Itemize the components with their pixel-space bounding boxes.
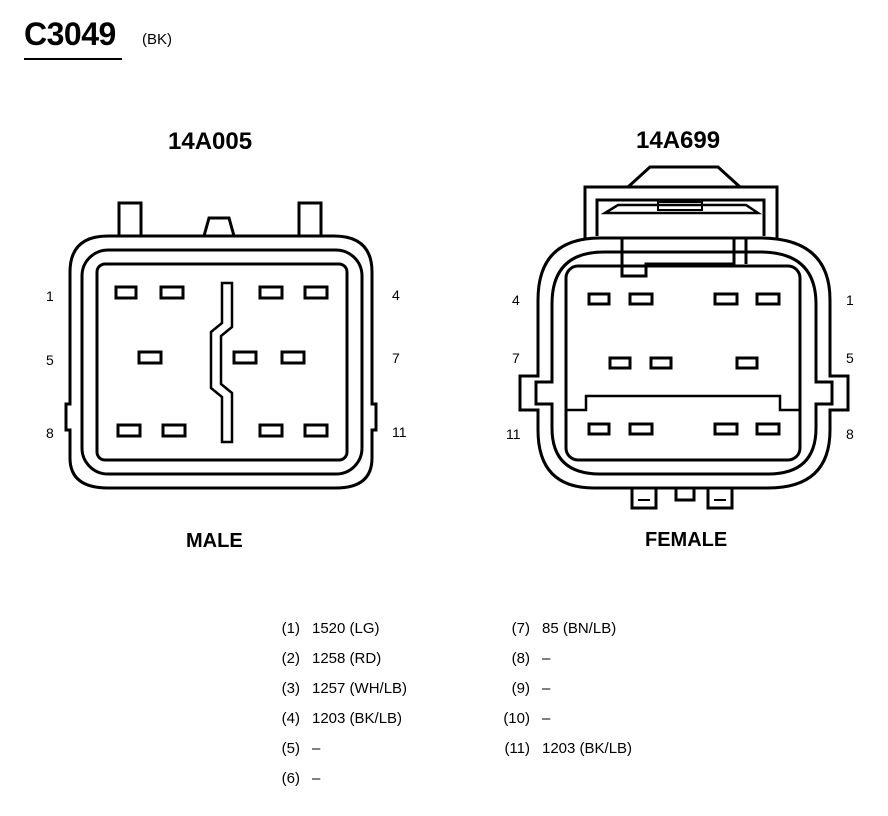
pinout-row: (8)– bbox=[494, 650, 632, 680]
female-pin-label-1: 1 bbox=[846, 292, 854, 308]
pinout-row: (6)– bbox=[264, 770, 407, 800]
circuit: – bbox=[542, 710, 551, 727]
pin-number: (2) bbox=[281, 650, 300, 667]
male-pin-label-11: 11 bbox=[392, 424, 407, 440]
pinout-row: (2) 1258 (RD) bbox=[264, 650, 407, 680]
circuit: 1203 (BK/LB) bbox=[312, 710, 403, 727]
male-pin-label-4: 4 bbox=[392, 287, 400, 303]
circuit: – bbox=[312, 770, 321, 787]
connector-id: C3049 bbox=[24, 16, 116, 52]
pin-number: (1) bbox=[281, 620, 300, 637]
pinout-table-right: (7)85 (BN/LB) (8)– (9)– (10)– (11)1203 (… bbox=[494, 620, 632, 770]
male-connector-face bbox=[64, 201, 378, 490]
pinout-row: (7) 85 (BN/LB) bbox=[494, 620, 632, 650]
circuit: – bbox=[542, 650, 551, 667]
pin-number: (9) bbox=[511, 680, 530, 697]
pinout-row: (11) 1203 (BK/LB) bbox=[494, 740, 632, 770]
circuit: 85 (BN/LB) bbox=[542, 620, 617, 637]
pin-number: (7) bbox=[511, 620, 530, 637]
pinout-table-left: (1) 1520 (LG) (2) 1258 (RD) (3) 1257 (WH/LB… bbox=[264, 620, 407, 800]
female-label: FEMALE bbox=[645, 529, 728, 551]
circuit: 1203 (BK/LB) bbox=[542, 740, 633, 757]
pin-number: (4) bbox=[281, 710, 300, 727]
circuit: 1257 (WH/LB) bbox=[312, 680, 408, 697]
female-pin-label-8: 8 bbox=[846, 426, 854, 442]
female-connector-face bbox=[518, 165, 850, 510]
male-pin-label-5: 5 bbox=[46, 352, 54, 368]
pin-number: (3) bbox=[281, 680, 300, 697]
pinout-row: (5)– bbox=[264, 740, 407, 770]
pinout-row: (9)– bbox=[494, 680, 632, 710]
female-pin-label-7: 7 bbox=[512, 350, 520, 366]
pinout-row: (3) 1257 (WH/LB) bbox=[264, 680, 407, 710]
male-label: MALE bbox=[186, 530, 243, 552]
pin-number: (5) bbox=[281, 740, 300, 757]
pin-number: (8) bbox=[511, 650, 530, 667]
pinout-row: (10)– bbox=[494, 710, 632, 740]
pinout-row: (1) 1520 (LG) bbox=[264, 620, 407, 650]
male-part-number: 14A005 bbox=[168, 128, 253, 155]
female-pin-label-4: 4 bbox=[512, 292, 520, 308]
male-pin-label-7: 7 bbox=[392, 350, 400, 366]
pinout-row: (4) 1203 (BK/LB) bbox=[264, 710, 407, 740]
circuit: 1258 (RD) bbox=[312, 650, 382, 667]
male-pin-label-8: 8 bbox=[46, 425, 54, 441]
female-pin-label-5: 5 bbox=[846, 350, 854, 366]
connector-color-code: (BK) bbox=[142, 31, 172, 48]
circuit: – bbox=[312, 740, 321, 757]
connector-id-underline bbox=[24, 58, 122, 60]
circuit: – bbox=[542, 680, 551, 697]
male-pin-label-1: 1 bbox=[46, 288, 54, 304]
pin-number: (11) bbox=[504, 740, 530, 757]
circuit: 1520 (LG) bbox=[312, 620, 380, 637]
female-pin-label-11: 11 bbox=[506, 426, 521, 442]
pin-number: (10) bbox=[503, 710, 530, 727]
pin-number: (6) bbox=[281, 770, 300, 787]
female-part-number: 14A699 bbox=[636, 127, 721, 154]
